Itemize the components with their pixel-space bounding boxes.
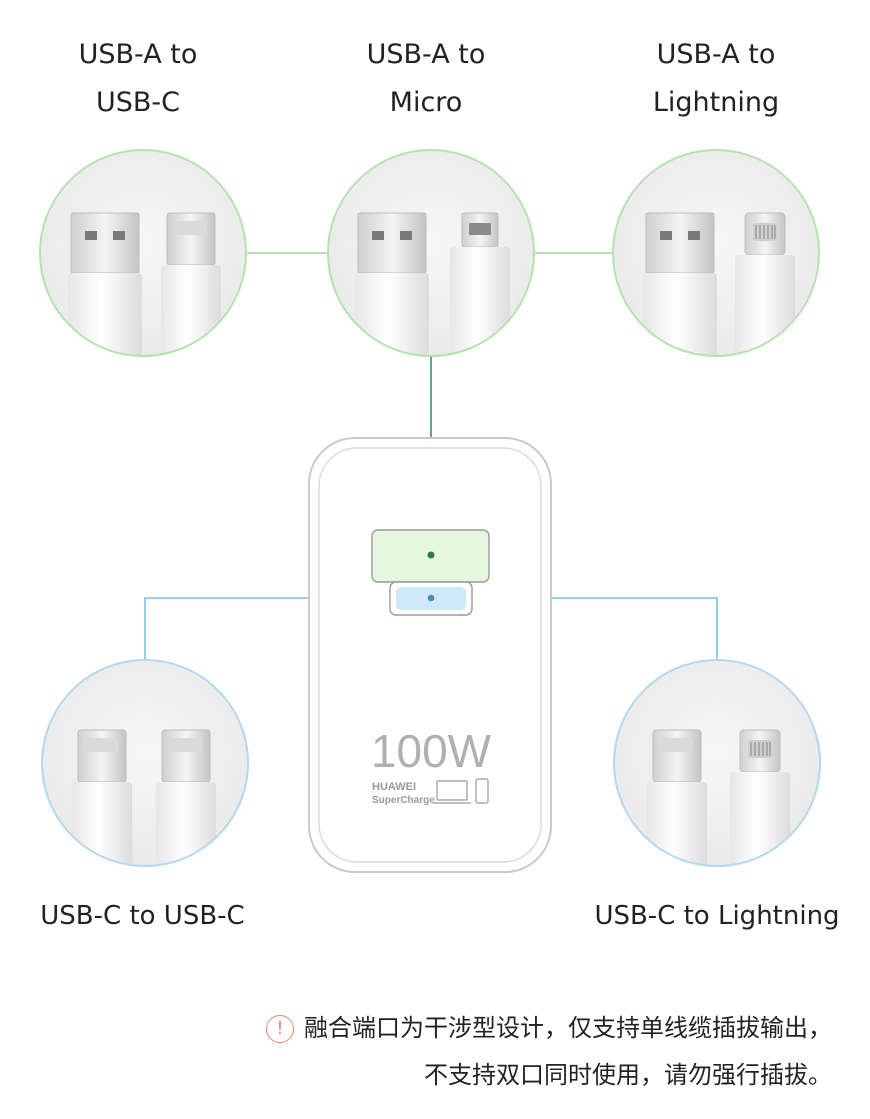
notice-line-2: 不支持双口同时使用，请勿强行插拔。 [424, 1061, 832, 1089]
label-usb-a-to-usb-c: USB-A to USB-C [18, 31, 258, 127]
label-line-2: USB-C [95, 87, 181, 118]
label-usb-c-to-lightning: USB-C to Lightning [594, 901, 840, 931]
usb-c-port [389, 581, 473, 616]
cable-circle-usb-a-to-lightning [612, 149, 820, 357]
cable-circle-usb-a-to-usb-c [39, 149, 247, 357]
label-line-1: USB-A to [656, 39, 776, 70]
exclamation-circle-icon: ! [266, 1015, 294, 1043]
label-line-1: USB-A to [78, 39, 198, 70]
laptop-phone-icon [433, 778, 489, 804]
charger-wattage: 100W [371, 725, 492, 777]
cable-circle-usb-c-to-usb-c [41, 659, 249, 867]
notice-line-1: ! 融合端口为干涉型设计，仅支持单线缆插拔输出， [266, 1006, 832, 1050]
label-usb-c-to-usb-c: USB-C to USB-C [40, 901, 245, 931]
usb-a-port [371, 529, 490, 583]
charger-tech: SuperCharge [372, 795, 435, 806]
label-line-1: USB-A to [366, 39, 486, 70]
label-usb-a-to-micro: USB-A to Micro [306, 31, 546, 127]
label-line-2: Micro [389, 87, 463, 118]
charger-body [308, 437, 552, 873]
charger-brand: HUAWEI [372, 781, 416, 793]
label-line-2: Lightning [652, 87, 780, 118]
notice-text-1: 融合端口为干涉型设计，仅支持单线缆插拔输出， [304, 1014, 832, 1042]
cable-circle-usb-c-to-lightning [613, 659, 821, 867]
cable-circle-usb-a-to-micro [327, 149, 535, 357]
label-usb-a-to-lightning: USB-A to Lightning [596, 31, 836, 127]
